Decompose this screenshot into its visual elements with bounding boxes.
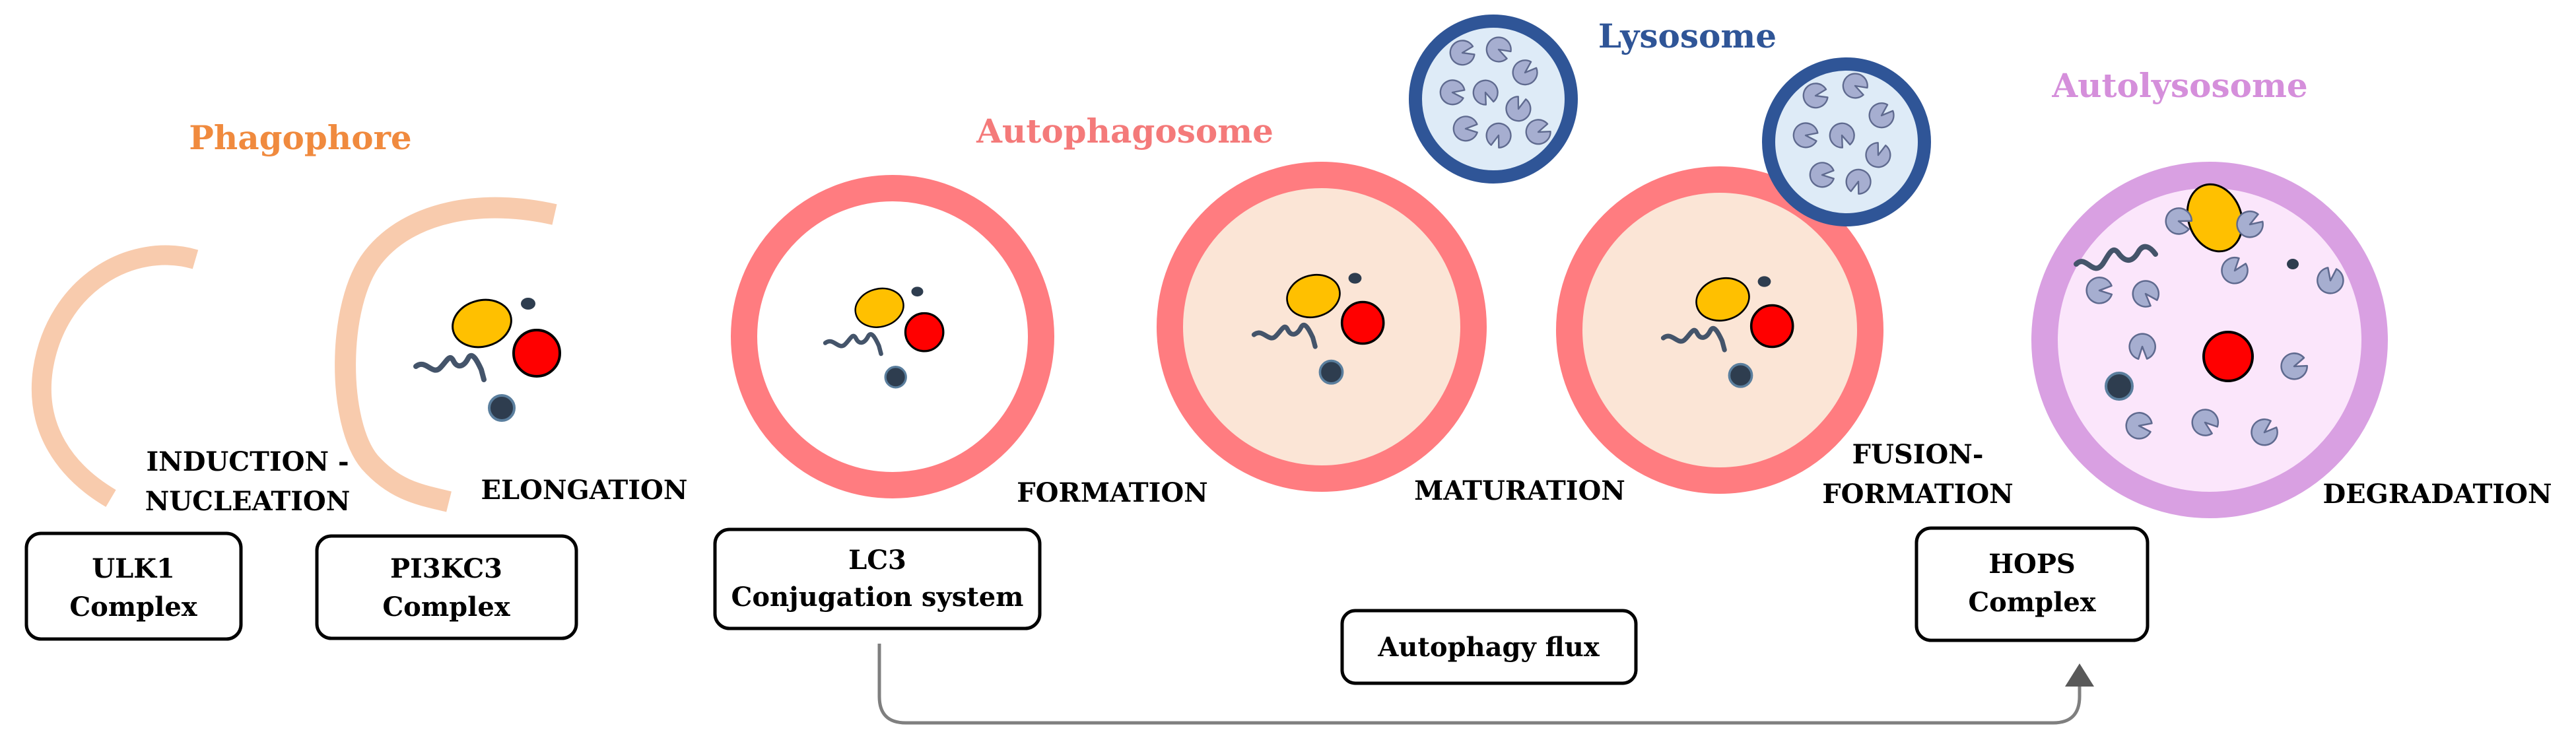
flux-arrow [877, 644, 2082, 725]
stage-maturation: MATURATION [1414, 475, 1625, 506]
autophagosome-title: Autophagosome [976, 112, 1273, 151]
stage-fusion-line2: FORMATION [1822, 479, 2014, 510]
ulk1-line1: ULK1 [92, 553, 175, 584]
lysosome-title: Lysosome [1598, 17, 1777, 55]
hops-line2: Complex [1968, 587, 2096, 618]
pi3kc3-line1: PI3KC3 [390, 553, 502, 584]
lysosome-1 [1409, 15, 1578, 184]
autolysosome [2031, 162, 2388, 518]
autolysosome-title: Autolysosome [2051, 66, 2307, 105]
lc3-line2: Conjugation system [731, 582, 1024, 613]
pi3kc3-line2: Complex [382, 591, 510, 623]
autophagosome-fusion [1556, 166, 1883, 494]
elongation-cargo [416, 294, 560, 421]
stage-fusion-line1: FUSION- [1852, 439, 1984, 470]
lc3-line1: LC3 [848, 545, 906, 576]
hops-line1: HOPS [1988, 549, 2076, 580]
ulk1-complex-box [24, 531, 243, 641]
autophagosome-formation [731, 175, 1054, 498]
autophagosome-maturation [1157, 162, 1487, 492]
flux-arrowhead [2065, 663, 2094, 687]
phagophore-arc-induction [31, 245, 199, 507]
stage-induction-line2: NUCLEATION [145, 486, 351, 517]
ulk1-line2: Complex [69, 591, 197, 623]
phagophore-title: Phagophore [189, 118, 411, 157]
stage-degradation: DEGRADATION [2322, 479, 2552, 510]
stage-elongation: ELONGATION [481, 475, 688, 506]
lc3-conjugation-box [713, 527, 1042, 630]
stage-formation: FORMATION [1017, 477, 1208, 508]
pi3kc3-complex-box [315, 534, 578, 640]
autophagy-flux-box [1340, 609, 1638, 685]
phagophore-arc-elongation [335, 197, 557, 512]
hops-complex-box [1915, 526, 2150, 642]
autophagy-flux-label: Autophagy flux [1377, 632, 1600, 663]
stage-induction-line1: INDUCTION - [146, 446, 349, 477]
lysosome-2 [1762, 57, 1931, 226]
